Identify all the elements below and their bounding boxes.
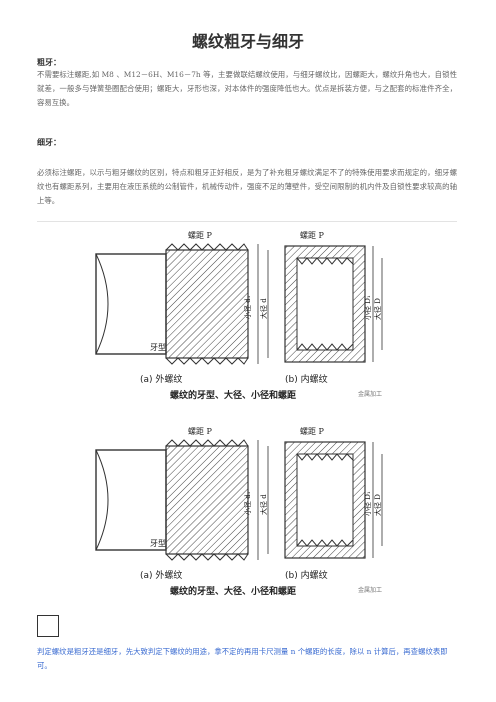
svg-text:螺距 P: 螺距 P: [188, 426, 213, 436]
svg-text:小径 D₁: 小径 D₁: [363, 295, 372, 320]
thread-teeth: [165, 243, 249, 365]
svg-text:小径 d₁: 小径 d₁: [243, 491, 252, 515]
svg-text:大径 d: 大径 d: [259, 298, 268, 319]
svg-text:大径 d: 大径 d: [259, 494, 268, 515]
svg-text:(b) 内螺纹: (b) 内螺纹: [285, 569, 328, 581]
svg-text:(a) 外螺纹: (a) 外螺纹: [140, 569, 182, 581]
svg-text:螺纹的牙型、大径、小径和螺距: 螺纹的牙型、大径、小径和螺距: [170, 389, 296, 401]
bolt-thread-section: [165, 249, 249, 359]
thread-figure-2: 螺距 P 小径 d₁ 大径 d 牙型 螺距 P 小径 D₁ 大径 D (a) 外…: [90, 420, 400, 600]
fine-paragraph: 必须标注螺距，以示与粗牙螺纹的区别，特点和粗牙正好相反，是为了补充粗牙螺纹满足不…: [37, 168, 457, 205]
divider: [37, 221, 457, 222]
svg-text:螺距 P: 螺距 P: [300, 426, 325, 436]
svg-text:金属加工: 金属加工: [358, 586, 382, 594]
svg-text:牙型: 牙型: [150, 539, 166, 548]
pitch-label-a: 螺距 P: [188, 230, 213, 240]
svg-text:金属加工: 金属加工: [358, 390, 382, 398]
svg-text:螺纹的牙型、大径、小径和螺距: 螺纹的牙型、大径、小径和螺距: [170, 585, 296, 597]
nut-bore: [296, 257, 354, 351]
svg-text:大径 D: 大径 D: [373, 298, 382, 320]
note-paragraph: 判定螺纹是粗牙还是细牙，先大致判定下螺纹的用途，拿不定的再用卡尺测量 n 个螺距…: [37, 647, 448, 670]
fine-heading: 细牙：: [37, 137, 61, 147]
coarse-paragraph: 不需要标注螺距,如 M8 、M12－6H、M16－7h 等，主要做联结螺纹使用，…: [37, 70, 457, 107]
profile-label: 牙型: [150, 343, 166, 352]
page-title: 螺纹粗牙与细牙: [191, 32, 304, 51]
svg-text:小径 D₁: 小径 D₁: [363, 491, 372, 516]
bolt-break-line: [95, 253, 109, 355]
image-placeholder-box: [37, 615, 59, 637]
svg-text:小径 d₁: 小径 d₁: [243, 295, 252, 319]
coarse-heading: 粗牙：: [37, 57, 61, 67]
svg-text:(a) 外螺纹: (a) 外螺纹: [140, 373, 182, 385]
svg-text:(b) 内螺纹: (b) 内螺纹: [285, 373, 328, 385]
svg-text:螺距 P: 螺距 P: [300, 230, 325, 240]
thread-figure-1: 螺距 P 小径 d₁ 大径 d 牙型 螺距 P 小径 D₁ 大径 D (a) 外…: [90, 224, 400, 404]
svg-text:大径 D: 大径 D: [373, 494, 382, 516]
bolt-head-outline: [95, 253, 167, 355]
thread-diagram: 螺距 P 小径 d₁ 大径 d 牙型 螺距 P 小径 D₁ 大径 D (a) 外…: [95, 426, 383, 597]
thread-diagram: 螺距 P 小径 d₁ 大径 d 牙型 螺距 P 小径 D₁ 大径 D (a) 外…: [95, 230, 383, 401]
